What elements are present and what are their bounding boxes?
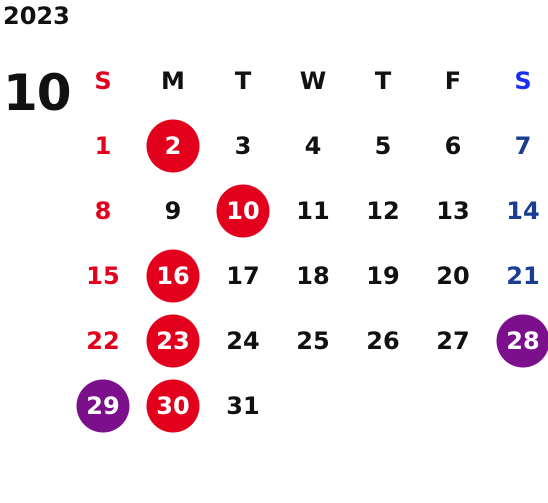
calendar-week-row: 1 2 3 4 5 6 7 bbox=[68, 113, 548, 178]
year-label: 2023 bbox=[3, 2, 70, 30]
calendar-day-empty bbox=[348, 373, 418, 438]
calendar-day[interactable]: 19 bbox=[348, 243, 418, 308]
calendar-day[interactable]: 16 bbox=[138, 243, 208, 308]
calendar-day-empty bbox=[278, 373, 348, 438]
calendar-week-row: 15 16 17 18 19 20 21 bbox=[68, 243, 548, 308]
calendar-day[interactable]: 9 bbox=[138, 178, 208, 243]
calendar-day-number: 29 bbox=[86, 391, 120, 420]
calendar-week-row: 8 9 10 11 12 13 14 bbox=[68, 178, 548, 243]
calendar-day-number: 23 bbox=[156, 326, 190, 355]
calendar-day-number: 9 bbox=[164, 196, 182, 225]
calendar-day[interactable]: 5 bbox=[348, 113, 418, 178]
calendar-day[interactable]: 15 bbox=[68, 243, 138, 308]
calendar-day-number: 31 bbox=[226, 391, 260, 420]
calendar-day[interactable]: 11 bbox=[278, 178, 348, 243]
calendar-day[interactable]: 31 bbox=[208, 373, 278, 438]
holiday-marker bbox=[146, 249, 200, 302]
calendar-day[interactable]: 18 bbox=[278, 243, 348, 308]
calendar-day-number: 8 bbox=[94, 196, 112, 225]
calendar-day-number: 19 bbox=[366, 261, 400, 290]
calendar-day[interactable]: 25 bbox=[278, 308, 348, 373]
calendar-day[interactable]: 10 bbox=[208, 178, 278, 243]
calendar-day-number: 25 bbox=[296, 326, 330, 355]
calendar-day[interactable]: 7 bbox=[488, 113, 548, 178]
calendar-day-empty bbox=[418, 373, 488, 438]
calendar-day-number: 22 bbox=[86, 326, 120, 355]
calendar-day[interactable]: 24 bbox=[208, 308, 278, 373]
weekday-header-saturday: S bbox=[514, 66, 532, 95]
calendar-day[interactable]: 14 bbox=[488, 178, 548, 243]
holiday-marker bbox=[146, 119, 200, 172]
calendar-day-number: 18 bbox=[296, 261, 330, 290]
event-marker bbox=[76, 379, 130, 432]
weekday-header-thursday: T bbox=[374, 66, 392, 95]
calendar-day-number: 20 bbox=[436, 261, 470, 290]
holiday-marker bbox=[146, 379, 200, 432]
weekday-header-sunday: S bbox=[94, 66, 112, 95]
calendar-day-number: 13 bbox=[436, 196, 470, 225]
calendar-day-number: 28 bbox=[506, 326, 540, 355]
calendar-day-number: 15 bbox=[86, 261, 120, 290]
calendar-day-number: 1 bbox=[94, 131, 112, 160]
calendar-day[interactable]: 4 bbox=[278, 113, 348, 178]
calendar-day[interactable]: 23 bbox=[138, 308, 208, 373]
weekday-header-tuesday: T bbox=[234, 66, 252, 95]
calendar-day[interactable]: 27 bbox=[418, 308, 488, 373]
calendar-day[interactable]: 6 bbox=[418, 113, 488, 178]
calendar-day[interactable]: 13 bbox=[418, 178, 488, 243]
calendar-day-number: 3 bbox=[234, 131, 252, 160]
calendar-week-row: 22 23 24 25 26 27 28 bbox=[68, 308, 548, 373]
calendar-day-empty bbox=[488, 373, 548, 438]
calendar-week-row: 29 30 31 bbox=[68, 373, 548, 438]
month-label: 10 bbox=[3, 64, 72, 122]
calendar-day-number: 7 bbox=[514, 131, 532, 160]
calendar-day-number: 6 bbox=[444, 131, 462, 160]
calendar-day-number: 30 bbox=[156, 391, 190, 420]
calendar-day[interactable]: 3 bbox=[208, 113, 278, 178]
calendar-day-number: 24 bbox=[226, 326, 260, 355]
calendar-day[interactable]: 26 bbox=[348, 308, 418, 373]
calendar-day-number: 4 bbox=[304, 131, 322, 160]
weekday-header-friday: F bbox=[444, 66, 462, 95]
calendar-day-number: 17 bbox=[226, 261, 260, 290]
calendar-day-number: 27 bbox=[436, 326, 470, 355]
weekday-header-monday: M bbox=[161, 66, 185, 95]
calendar-day-number: 21 bbox=[506, 261, 540, 290]
calendar-day-number: 11 bbox=[296, 196, 330, 225]
calendar-day-number: 10 bbox=[226, 196, 260, 225]
weekday-header-wednesday: W bbox=[299, 66, 327, 95]
calendar-day-number: 12 bbox=[366, 196, 400, 225]
calendar-day-number: 26 bbox=[366, 326, 400, 355]
calendar-day[interactable]: 30 bbox=[138, 373, 208, 438]
holiday-marker bbox=[216, 184, 270, 237]
calendar-day[interactable]: 28 bbox=[488, 308, 548, 373]
calendar-day[interactable]: 8 bbox=[68, 178, 138, 243]
calendar-day-number: 2 bbox=[164, 131, 182, 160]
calendar-day[interactable]: 2 bbox=[138, 113, 208, 178]
calendar-day[interactable]: 12 bbox=[348, 178, 418, 243]
calendar-day-number: 16 bbox=[156, 261, 190, 290]
calendar-day-number: 5 bbox=[374, 131, 392, 160]
calendar-day[interactable]: 29 bbox=[68, 373, 138, 438]
weekday-header-row: S M T W T F S bbox=[68, 48, 548, 113]
calendar-day[interactable]: 1 bbox=[68, 113, 138, 178]
calendar-day-number: 14 bbox=[506, 196, 540, 225]
calendar-day[interactable]: 22 bbox=[68, 308, 138, 373]
calendar-day[interactable]: 20 bbox=[418, 243, 488, 308]
event-marker bbox=[496, 314, 548, 367]
calendar-day[interactable]: 17 bbox=[208, 243, 278, 308]
calendar-day[interactable]: 21 bbox=[488, 243, 548, 308]
holiday-marker bbox=[146, 314, 200, 367]
